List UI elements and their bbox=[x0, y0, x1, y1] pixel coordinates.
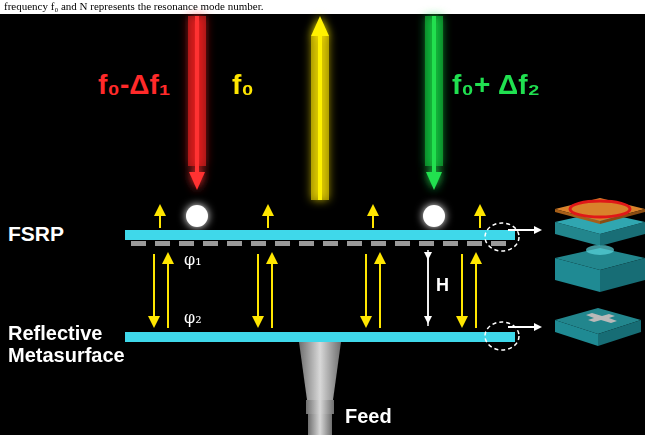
frequency-label: f₀ bbox=[232, 70, 254, 101]
phase-label: φ₁ bbox=[184, 251, 202, 269]
part-name: FSRP bbox=[8, 222, 64, 245]
detail-arrows bbox=[508, 230, 538, 327]
caption-fragment: frequency f₀ and N represents the resona… bbox=[4, 0, 263, 12]
beams bbox=[188, 16, 443, 200]
resonance-spots bbox=[186, 205, 445, 227]
frequency-label: f₀-Δf₁ bbox=[98, 70, 170, 101]
dimension-label: H bbox=[436, 276, 449, 296]
fsrp-cells bbox=[131, 241, 511, 247]
part-name: Reflective Metasurface bbox=[8, 322, 126, 366]
detail-callouts bbox=[485, 223, 519, 350]
fsrp-unit-cell bbox=[555, 198, 645, 292]
phase-label: φ₂ bbox=[184, 309, 202, 327]
feed-horn bbox=[299, 342, 341, 435]
part-name: Feed bbox=[345, 405, 392, 427]
caption-strip bbox=[0, 0, 645, 14]
metasurface-plate bbox=[125, 332, 515, 342]
height-dimension-line bbox=[427, 250, 429, 326]
frequency-label: f₀+ Δf₂ bbox=[452, 70, 540, 101]
fsrp-plate bbox=[125, 230, 515, 240]
radiated-rays bbox=[160, 210, 480, 228]
metasurface-unit-cell bbox=[555, 308, 641, 346]
